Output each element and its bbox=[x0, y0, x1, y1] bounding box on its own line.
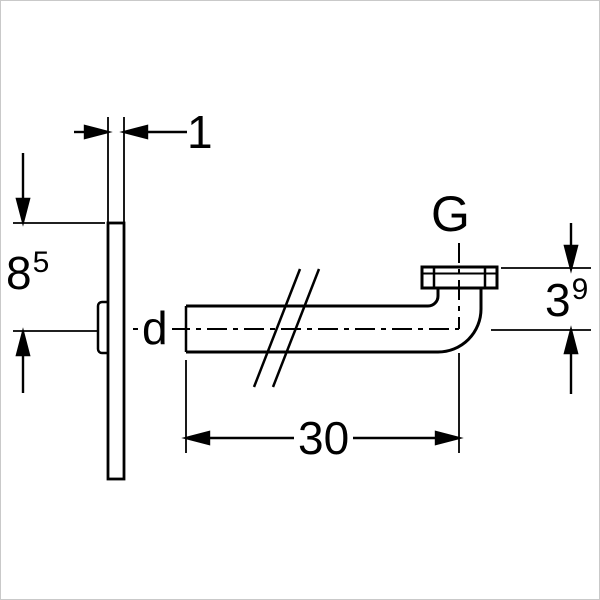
break-mark-left bbox=[252, 268, 302, 388]
plate-height-superscript: 5 bbox=[32, 246, 50, 279]
pipe-top-edge bbox=[186, 289, 440, 308]
dim-length-arrow-left bbox=[181, 430, 211, 446]
pipe-diameter-value: d bbox=[142, 302, 168, 354]
extension-lines bbox=[13, 117, 591, 453]
dim-offset-arrow-down bbox=[563, 244, 579, 274]
dim-thickness-arrow-right bbox=[83, 124, 113, 140]
outlet-offset-value: 3 bbox=[545, 274, 571, 326]
label-outlet-offset: 39 bbox=[545, 274, 588, 326]
label-pipe-diameter: d bbox=[138, 305, 172, 351]
label-plate-thickness: 1 bbox=[187, 109, 213, 155]
dim-offset-arrow-up bbox=[563, 325, 579, 355]
dim-length-arrow-right bbox=[434, 430, 464, 446]
label-plate-height: 85 bbox=[6, 247, 49, 299]
label-pipe-length: 30 bbox=[294, 412, 354, 464]
dim-height-arrow-up bbox=[15, 327, 31, 357]
plate-thickness-value: 1 bbox=[187, 106, 213, 158]
label-thread: G bbox=[431, 189, 470, 239]
break-mark-right bbox=[271, 268, 321, 388]
dim-height-arrow-down bbox=[15, 197, 31, 227]
outlet-offset-superscript: 9 bbox=[571, 273, 589, 306]
dim-thickness-arrow-left bbox=[119, 124, 149, 140]
pipe-bottom-edge bbox=[186, 289, 483, 354]
pipe bbox=[184, 289, 483, 354]
pipe-length-value: 30 bbox=[298, 412, 350, 464]
break-marks bbox=[252, 268, 321, 388]
cover-plate bbox=[96, 221, 126, 481]
plate-body bbox=[106, 221, 126, 481]
plate-height-value: 8 bbox=[6, 247, 32, 299]
thread-value: G bbox=[431, 186, 470, 242]
center-lines bbox=[133, 243, 460, 330]
